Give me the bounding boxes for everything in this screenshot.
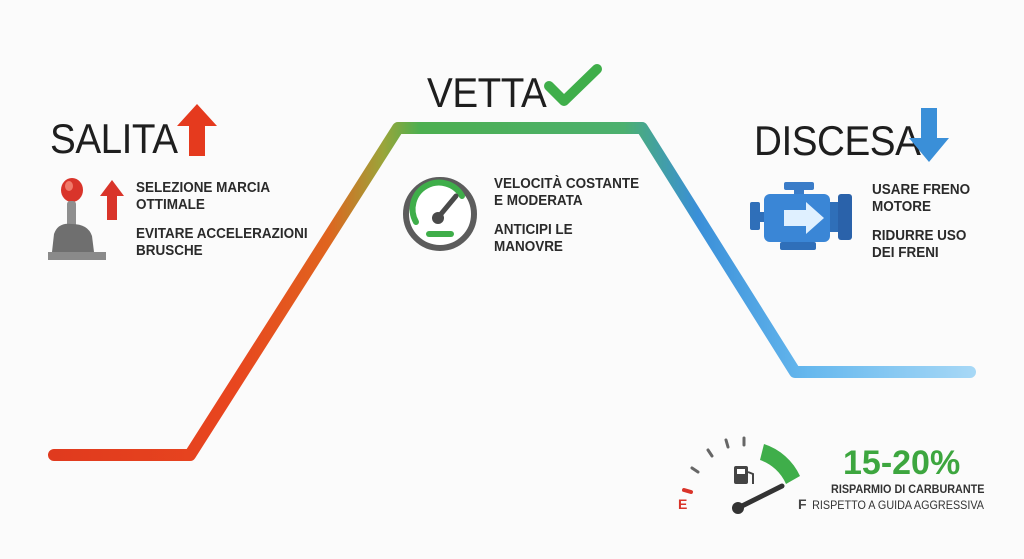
salita-tip-2: EVITARE ACCELERAZIONI BRUSCHE: [136, 226, 308, 259]
vetta-tip-1: VELOCITÀ COSTANTE E MODERATA: [494, 176, 640, 209]
fuel-gauge-icon: [682, 436, 800, 514]
gauge-full-label: F: [798, 496, 807, 512]
arrow-down-icon: [909, 108, 949, 162]
salita-tip-1: SELEZIONE MARCIA OTTIMALE: [136, 180, 271, 213]
saving-line-1: RISPARMIO DI CARBURANTE: [830, 482, 984, 496]
vetta-tip-2: ANTICIPI LE MANOVRE: [494, 222, 573, 255]
discesa-title: DISCESA: [754, 117, 921, 164]
gear-shift-icon: [48, 178, 124, 260]
checkmark-icon: [544, 64, 602, 106]
discesa-tip-2: RIDURRE USO DEI FRENI: [872, 228, 967, 261]
saving-line-2: RISPETTO A GUIDA AGGRESSIVA: [812, 498, 984, 512]
arrow-up-icon: [177, 104, 217, 156]
saving-percentage: 15-20%: [843, 444, 961, 482]
gauge-empty-label: E: [678, 496, 688, 512]
salita-title: SALITA: [50, 115, 178, 162]
discesa-tip-1: USARE FRENO MOTORE: [872, 182, 971, 215]
vetta-title: VETTA: [427, 69, 547, 116]
speedometer-icon: [403, 177, 477, 251]
engine-icon: [750, 182, 852, 250]
